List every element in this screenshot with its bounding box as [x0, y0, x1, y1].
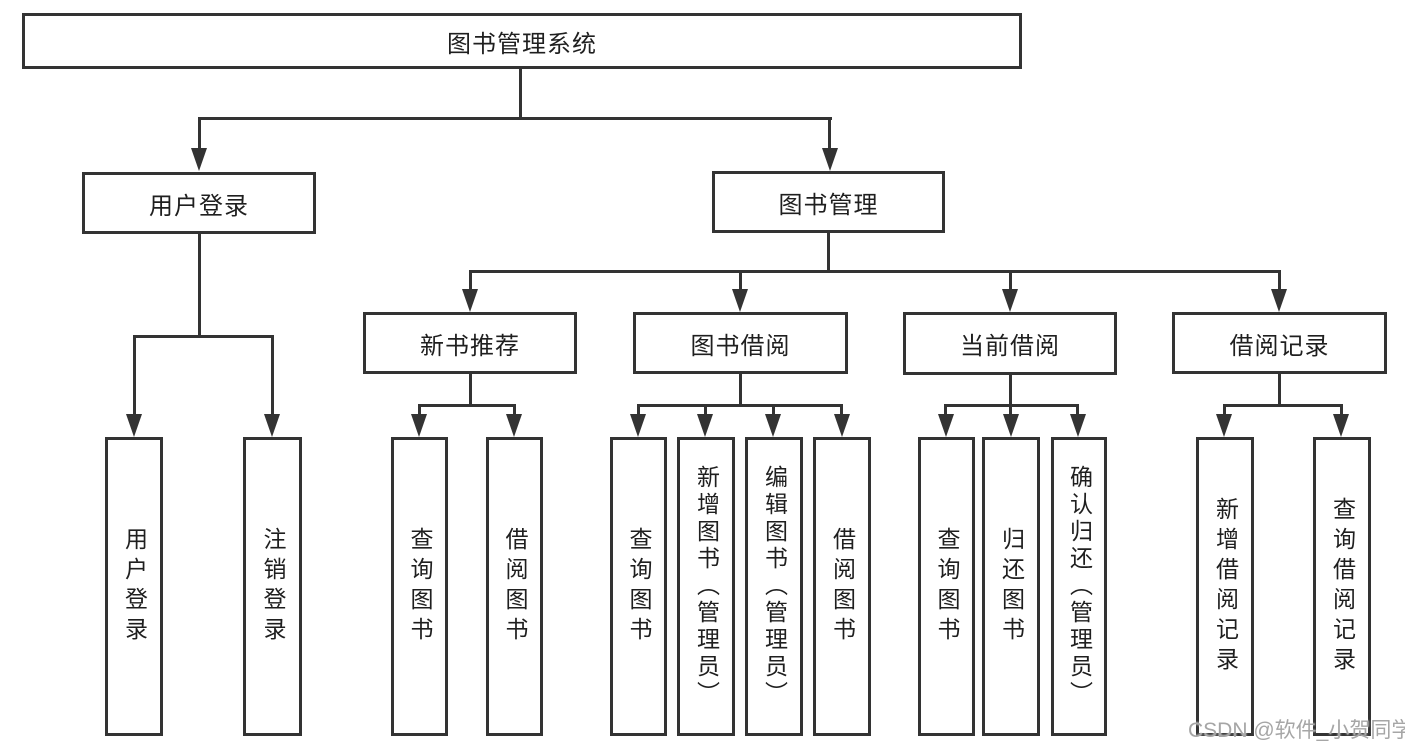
leaf-add-record-label: 新增借阅记录: [1212, 496, 1239, 677]
arrow-down-icon: [732, 289, 748, 312]
node-new-book-rec-label: 新书推荐: [420, 332, 520, 360]
node-book-borrow-label: 图书借阅: [690, 332, 791, 360]
leaf-query-book-2: 查询图书: [610, 437, 667, 736]
connector-line: [271, 336, 274, 416]
node-book-borrow: 图书借阅: [633, 312, 848, 374]
arrow-down-icon: [191, 148, 207, 171]
connector-line: [637, 404, 843, 407]
arrow-down-icon: [1070, 414, 1086, 437]
arrow-down-icon: [822, 148, 838, 171]
leaf-confirm-return-label: 确认归还（管理员）: [1066, 465, 1093, 708]
connector-line: [772, 405, 775, 417]
arrow-down-icon: [630, 414, 646, 437]
leaf-user-login-label: 用户登录: [121, 526, 148, 647]
leaf-query-record-label: 查询借阅记录: [1329, 496, 1356, 677]
connector-line: [418, 404, 516, 407]
connector-line: [1223, 405, 1226, 417]
leaf-logout-label: 注销登录: [260, 526, 286, 647]
node-book-mgmt-label: 图书管理: [778, 191, 879, 219]
leaf-add-book: 新增图书（管理员）: [677, 437, 735, 736]
connector-line: [1009, 375, 1012, 407]
connector-line: [1009, 271, 1012, 291]
connector-line: [133, 336, 136, 416]
connector-line: [1340, 405, 1343, 417]
node-root: 图书管理系统: [22, 13, 1022, 69]
leaf-query-book-2-label: 查询图书: [626, 526, 652, 647]
arrow-down-icon: [1003, 414, 1019, 437]
node-user-login-label: 用户登录: [149, 192, 249, 220]
node-current-borrow-label: 当前借阅: [960, 333, 1060, 360]
leaf-edit-book-label: 编辑图书（管理员）: [761, 465, 788, 708]
connector-line: [469, 374, 472, 407]
node-borrow-record-label: 借阅记录: [1229, 332, 1330, 360]
connector-line: [513, 405, 516, 417]
leaf-return-book: 归还图书: [982, 437, 1040, 736]
connector-line: [828, 118, 831, 150]
leaf-user-login: 用户登录: [105, 437, 163, 736]
leaf-logout: 注销登录: [243, 437, 302, 736]
connector-line: [1278, 374, 1281, 407]
connector-line: [469, 270, 1281, 273]
arrow-down-icon: [1002, 289, 1018, 312]
leaf-confirm-return: 确认归还（管理员）: [1051, 437, 1107, 736]
leaf-query-record: 查询借阅记录: [1313, 437, 1371, 736]
arrow-down-icon: [462, 289, 478, 312]
connector-line: [198, 117, 832, 120]
node-new-book-rec: 新书推荐: [363, 312, 577, 374]
leaf-query-book-1: 查询图书: [391, 437, 448, 736]
connector-line: [469, 271, 472, 291]
connector-line: [944, 405, 947, 417]
connector-line: [739, 374, 742, 407]
node-current-borrow: 当前借阅: [903, 312, 1117, 375]
arrow-down-icon: [1271, 289, 1287, 312]
connector-line: [637, 405, 640, 417]
connector-line: [739, 271, 742, 291]
leaf-borrow-book-2-label: 借阅图书: [829, 526, 856, 647]
connector-line: [827, 233, 830, 273]
leaf-return-book-label: 归还图书: [998, 526, 1025, 647]
leaf-query-book-3: 查询图书: [918, 437, 975, 736]
arrow-down-icon: [697, 414, 713, 437]
connector-line: [198, 234, 201, 338]
arrow-down-icon: [834, 414, 850, 437]
connector-line: [133, 335, 274, 338]
leaf-borrow-book-1: 借阅图书: [486, 437, 543, 736]
arrow-down-icon: [411, 414, 427, 437]
arrow-down-icon: [1333, 414, 1349, 437]
csdn-watermark: CSDN @软件_小贺同学: [1188, 719, 1405, 742]
arrow-down-icon: [264, 414, 280, 437]
leaf-query-book-3-label: 查询图书: [934, 526, 960, 647]
leaf-add-record: 新增借阅记录: [1196, 437, 1254, 736]
leaf-add-book-label: 新增图书（管理员）: [693, 465, 720, 708]
leaf-edit-book: 编辑图书（管理员）: [745, 437, 803, 736]
node-root-label: 图书管理系统: [447, 30, 597, 58]
arrow-down-icon: [938, 414, 954, 437]
connector-line: [1278, 271, 1281, 291]
arrow-down-icon: [1216, 414, 1232, 437]
arrow-down-icon: [765, 414, 781, 437]
node-user-login: 用户登录: [82, 172, 316, 234]
arrow-down-icon: [506, 414, 522, 437]
arrow-down-icon: [126, 414, 142, 437]
node-borrow-record: 借阅记录: [1172, 312, 1387, 374]
connector-line: [418, 405, 421, 417]
connector-line: [1223, 404, 1343, 407]
leaf-query-book-1-label: 查询图书: [407, 526, 433, 647]
connector-line: [519, 69, 522, 119]
connector-line: [198, 118, 201, 150]
leaf-borrow-book-1-label: 借阅图书: [502, 526, 528, 647]
node-book-mgmt: 图书管理: [712, 171, 945, 233]
leaf-borrow-book-2: 借阅图书: [813, 437, 871, 736]
connector-line: [1076, 405, 1079, 417]
connector-line: [1009, 405, 1012, 417]
connector-line: [704, 405, 707, 417]
connector-line: [840, 405, 843, 417]
